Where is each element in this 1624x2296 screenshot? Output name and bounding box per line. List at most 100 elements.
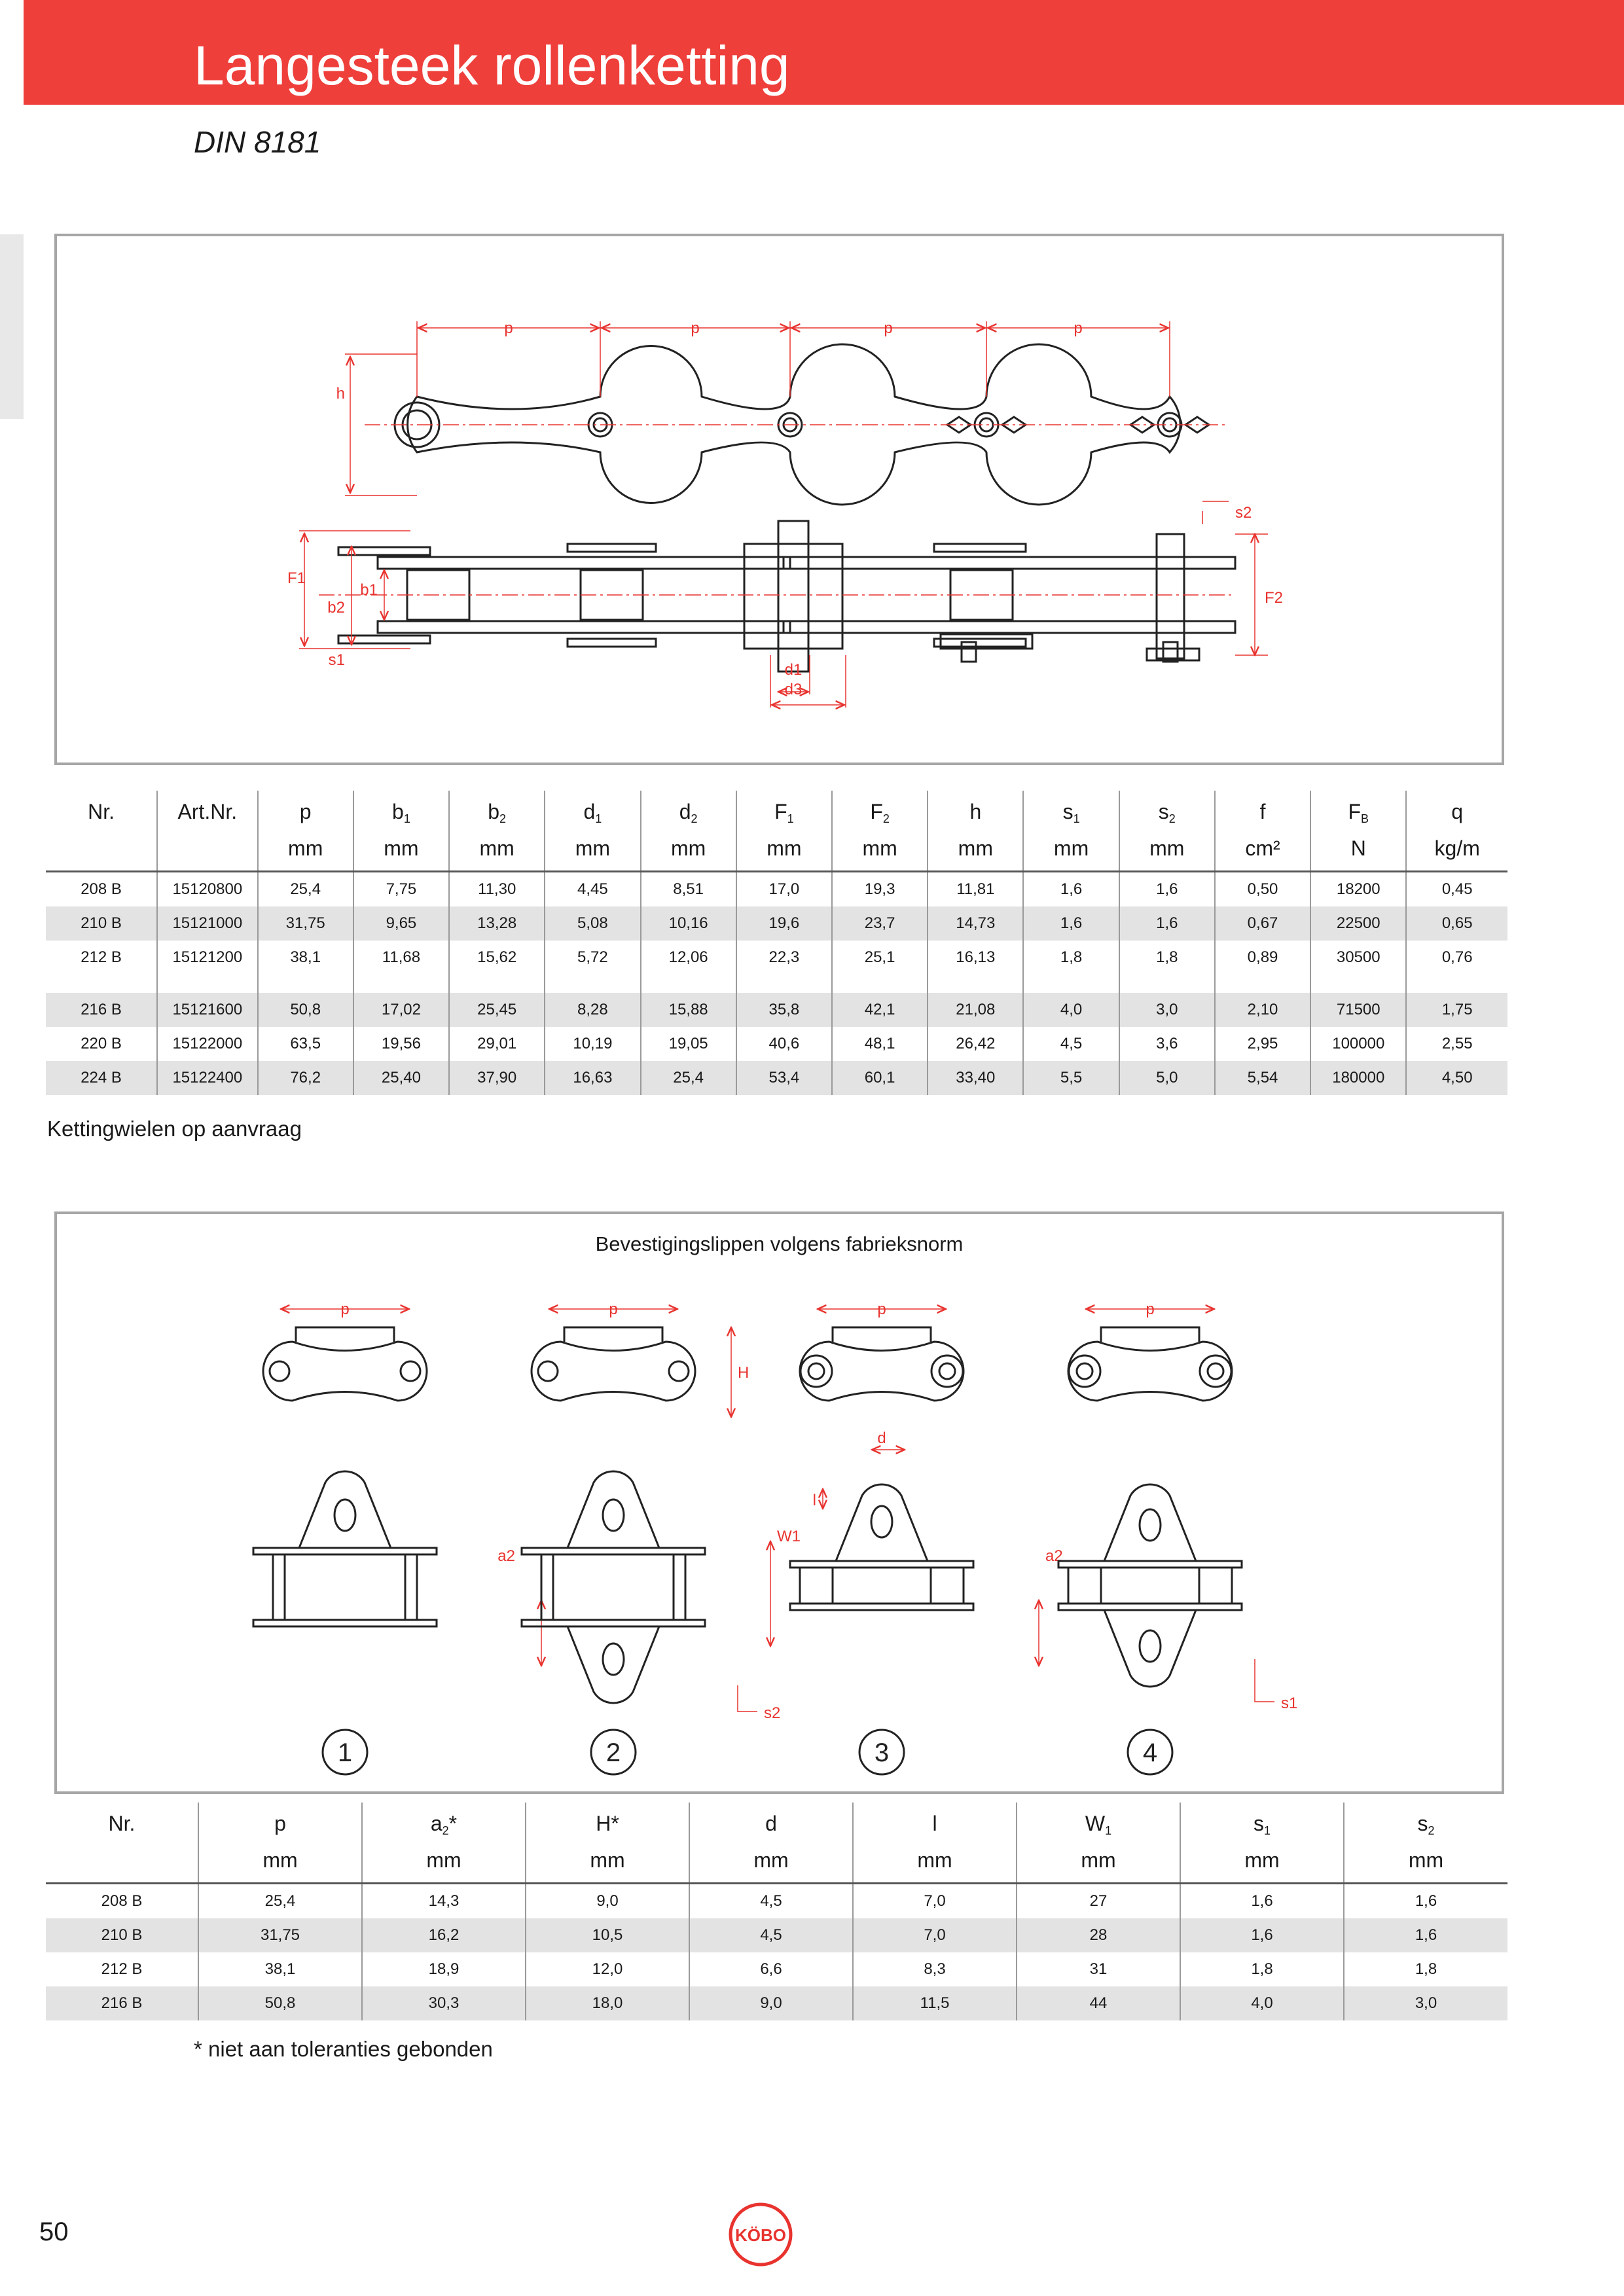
table-cell: 19,3: [831, 871, 928, 906]
table-cell: 212 B: [101, 1960, 143, 1978]
table1-unit: mm: [1118, 836, 1215, 872]
table1-col-FB: FB: [1310, 791, 1407, 836]
table-cell: 1,8: [1022, 941, 1119, 975]
table-cell: 40,6: [735, 1027, 832, 1061]
table-cell: 15121600: [156, 993, 258, 1027]
table-cell: 220 B: [81, 1035, 122, 1052]
att-s2-label: s2: [764, 1704, 780, 1722]
att-p-1: p: [340, 1300, 349, 1318]
table-cell: 7,75: [352, 871, 450, 906]
table-cell: 18,9: [361, 1952, 526, 1986]
table-cell: 4,0: [1022, 993, 1119, 1027]
variant-number-1: 1: [338, 1738, 352, 1767]
table2-col-H: H*: [525, 1803, 689, 1848]
table1-col-h: h: [927, 791, 1024, 836]
table-cell: 5,08: [544, 906, 641, 941]
table-cell: 4,5: [689, 1918, 853, 1952]
table-cell: 224 B: [46, 1061, 158, 1095]
table-cell: 22,3: [735, 941, 832, 975]
table-cell: 1,8: [1118, 941, 1215, 975]
table-cell: 25,45: [448, 993, 545, 1027]
variant-badge-2: [590, 1729, 637, 1776]
header-bar: [24, 0, 1624, 105]
att-s1-label: s1: [1281, 1695, 1297, 1712]
table2-unit: mm: [689, 1848, 853, 1884]
attachment-spec-table: Nr. p a2* H* d l W1 s1 s2 mm mm mm mm mm…: [46, 1803, 1507, 2020]
att-d-label: d: [877, 1429, 886, 1447]
pitch-label-4: p: [1074, 319, 1082, 337]
table2-unit: mm: [198, 1848, 362, 1884]
table-cell: 38,1: [257, 941, 353, 975]
table2-unit: mm: [1016, 1848, 1180, 1884]
table-cell: 0,67: [1214, 906, 1311, 941]
variant-badge-3: [858, 1729, 905, 1776]
table-cell: 10,16: [640, 906, 736, 941]
table-cell: 28: [1016, 1918, 1180, 1952]
table-cell: 8,51: [640, 871, 736, 906]
table-cell: 23,7: [831, 906, 928, 941]
table-cell: 14,73: [927, 906, 1024, 941]
table1-header-row: Nr. Art.Nr. p b1 b2 d1 d2 F1 F2 h s1 s2 …: [46, 791, 1507, 836]
table-cell: 15,88: [640, 993, 736, 1027]
table1-col-nr: Nr.: [88, 800, 115, 823]
d1-label: d1: [785, 661, 803, 679]
att-W1-label: W1: [777, 1528, 801, 1545]
table-cell: 25,40: [352, 1061, 450, 1095]
sprocket-note: Kettingwielen op aanvraag: [47, 1117, 302, 1141]
table-cell: 8,28: [544, 993, 641, 1027]
table-cell: 33,40: [927, 1061, 1024, 1095]
table-cell: 180000: [1310, 1061, 1407, 1095]
table-cell: 31,75: [257, 906, 353, 941]
variant-badge-4: [1127, 1729, 1174, 1776]
table-cell: 4,50: [1405, 1061, 1507, 1095]
table-cell: 4,45: [544, 871, 641, 906]
F1-label: F1: [287, 569, 306, 587]
logo-text: KÖBO: [735, 2225, 786, 2245]
table-cell: 25,4: [198, 1883, 362, 1918]
table-cell: 16,63: [544, 1061, 641, 1095]
table-cell: 1,75: [1405, 993, 1507, 1027]
att-a2-label-3: a2: [1045, 1547, 1063, 1565]
variant-number-2: 2: [606, 1738, 621, 1767]
table1-unit: mm: [640, 836, 736, 872]
table2-col-d: d: [689, 1803, 853, 1848]
table-cell: 9,65: [352, 906, 450, 941]
table-cell: 16,2: [361, 1918, 526, 1952]
table-cell: 1,6: [1022, 871, 1119, 906]
table-cell: 21,08: [927, 993, 1024, 1027]
table-cell: 25,1: [831, 941, 928, 975]
table-cell: 31: [1016, 1952, 1180, 1986]
table-cell: 18,0: [525, 1986, 689, 2020]
table-cell: 4,5: [1022, 1027, 1119, 1061]
table-cell: 19,56: [352, 1027, 450, 1061]
table-cell: 0,89: [1214, 941, 1311, 975]
table1-unit: mm: [352, 836, 450, 872]
table-cell: 12,0: [525, 1952, 689, 1986]
table-cell: 15122000: [156, 1027, 258, 1061]
height-label: h: [336, 385, 345, 403]
table2-unit-row: mm mm mm mm mm mm mm mm: [46, 1848, 1507, 1884]
table-cell: 208 B: [81, 880, 122, 898]
table2-unit: mm: [361, 1848, 526, 1884]
table1-unit: mm: [831, 836, 928, 872]
table-cell: 1,6: [1343, 1918, 1507, 1952]
table-cell: 71500: [1310, 993, 1407, 1027]
table-cell: 16,13: [927, 941, 1024, 975]
table2-col-p: p: [198, 1803, 362, 1848]
table2-unit: mm: [1180, 1848, 1344, 1884]
table1-col-artnr: Art.Nr.: [156, 791, 258, 836]
pitch-label-3: p: [884, 319, 892, 337]
table-cell: 1,6: [1180, 1883, 1344, 1918]
table1-unit: mm: [257, 836, 353, 872]
table1-unit: mm: [1022, 836, 1119, 872]
table1-col-s2: s2: [1118, 791, 1215, 836]
table-cell: 3,6: [1118, 1027, 1215, 1061]
variant-number-4: 4: [1143, 1738, 1157, 1767]
table-cell: 29,01: [448, 1027, 545, 1061]
